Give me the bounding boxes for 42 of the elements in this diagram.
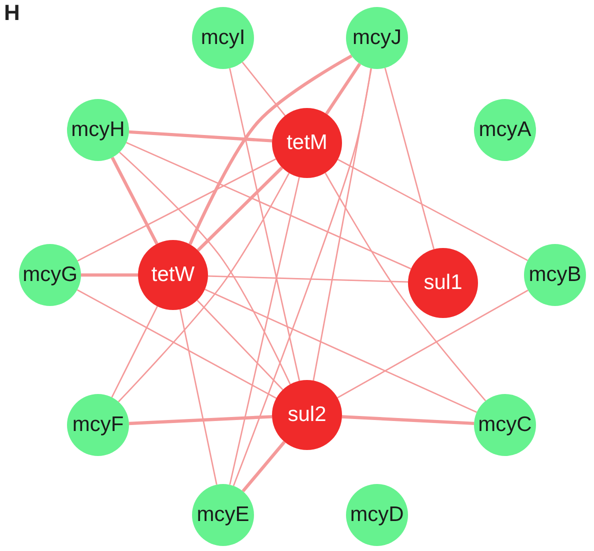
network-edge (208, 275, 408, 283)
network-edge (325, 62, 362, 115)
gene-node: mcyA (474, 99, 536, 161)
network-edge (229, 68, 300, 381)
network-edge (324, 172, 486, 402)
gene-node: mcyJ (346, 7, 408, 69)
gene-node: mcyG (19, 244, 81, 306)
network-edge (312, 68, 372, 381)
network-edge (384, 68, 435, 250)
gene-node: mcyE (192, 484, 254, 546)
network-edge (128, 415, 272, 426)
network-edge (119, 152, 291, 385)
panel-letter: H (4, 0, 20, 26)
network-edge (242, 62, 286, 116)
gene-node: mcyC (474, 394, 536, 456)
resistance-gene-node: tetW (138, 240, 208, 310)
resistance-gene-node: sul2 (272, 380, 342, 450)
network-edge (232, 68, 372, 486)
gene-node: mcyI (192, 7, 254, 69)
network-edge (81, 273, 138, 277)
gene-node: mcyD (346, 484, 408, 546)
network-edge (342, 415, 474, 426)
network-edge (77, 158, 276, 262)
network-edge (196, 166, 284, 252)
gene-node: mcyH (67, 99, 129, 161)
network-edge (188, 54, 352, 246)
gene-node: mcyF (67, 394, 129, 456)
network-edge (118, 172, 290, 402)
gene-node: mcyB (524, 244, 586, 306)
network-edge (337, 290, 528, 398)
network-edge (126, 142, 412, 270)
network-edge (110, 156, 158, 245)
network-edge (76, 289, 277, 399)
network-edge (242, 440, 286, 492)
resistance-gene-node: sul1 (408, 248, 478, 318)
network-edge (229, 176, 300, 485)
network-edge (196, 300, 284, 390)
network-edge (128, 130, 272, 142)
resistance-gene-node: tetM (272, 108, 342, 178)
network-edge (179, 309, 218, 485)
network-edge (338, 158, 528, 262)
network-edge (111, 306, 158, 398)
